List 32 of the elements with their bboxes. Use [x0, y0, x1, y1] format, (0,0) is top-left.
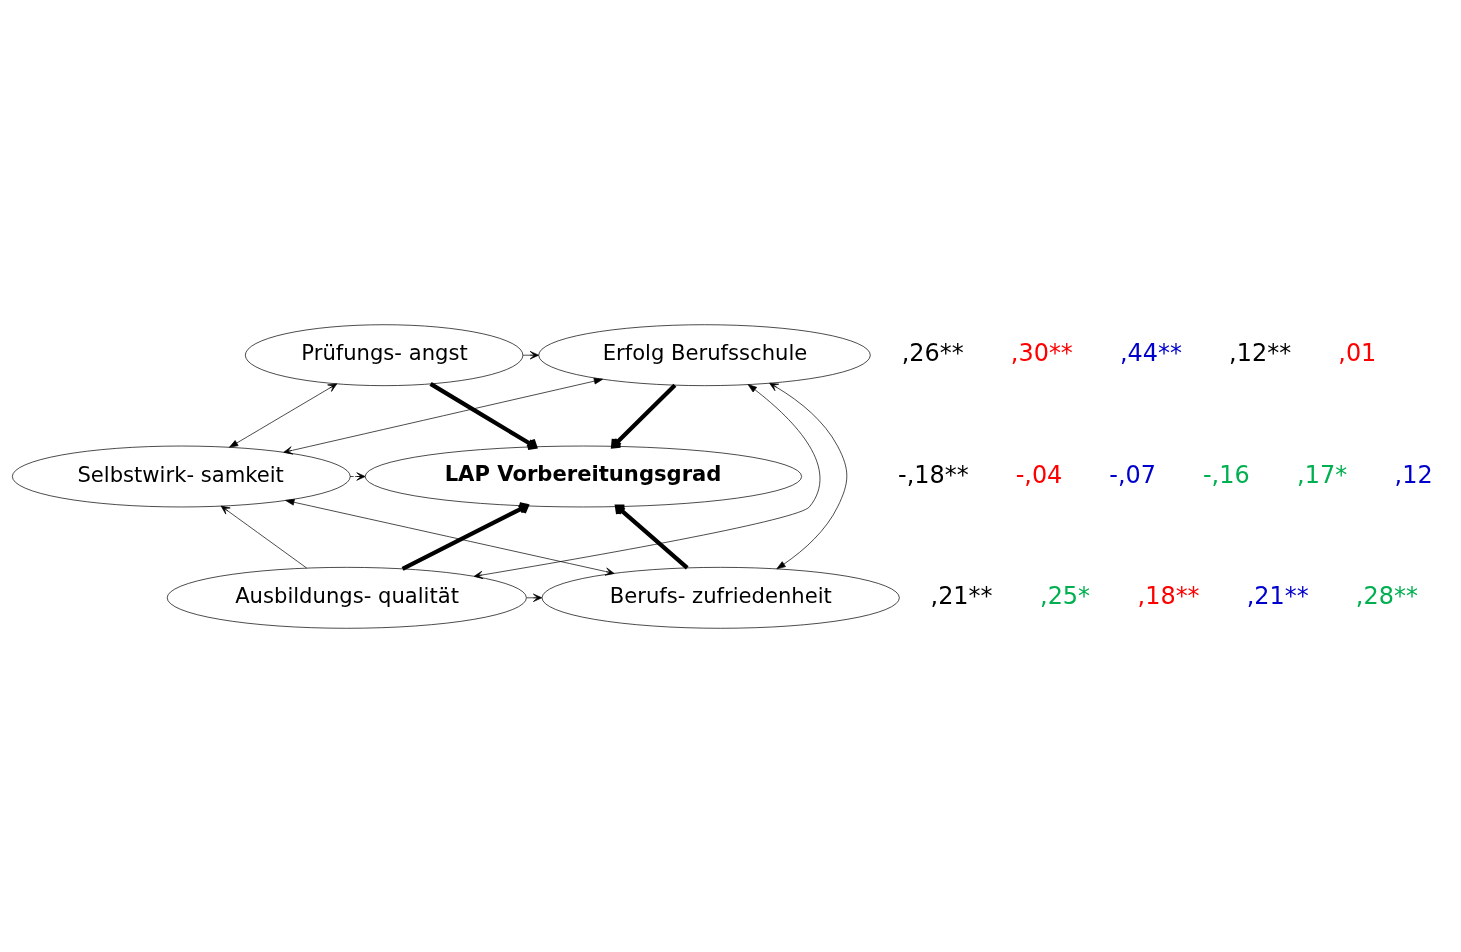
label: -,16	[1202, 460, 1250, 489]
label: ,21**	[1246, 581, 1309, 610]
arrow	[611, 383, 677, 448]
arrow	[283, 377, 604, 454]
arrow	[769, 382, 848, 569]
label: ,26**	[901, 338, 964, 367]
arrow	[285, 498, 615, 576]
node-ellipse: Ausbildungs- qualität	[166, 566, 527, 629]
arrow	[614, 503, 689, 569]
arrow	[522, 350, 539, 359]
label: ,12**	[1229, 338, 1292, 367]
label: ,01	[1338, 338, 1377, 367]
label: ,21**	[930, 581, 993, 610]
arrow	[401, 501, 529, 571]
node-ellipse: LAP Vorbereitungsgrad	[364, 445, 802, 507]
label: ,17*	[1297, 460, 1348, 489]
label: ,12	[1394, 460, 1433, 489]
label: ,44**	[1119, 338, 1182, 367]
label: ,25*	[1040, 581, 1091, 610]
arrow	[220, 505, 308, 568]
arrow	[473, 383, 821, 579]
label: ,28**	[1355, 581, 1418, 610]
arrow	[429, 381, 538, 450]
label: -,07	[1109, 460, 1157, 489]
arrow	[229, 383, 338, 448]
node-ellipse: Prüfungs- angst	[245, 323, 524, 386]
label: ,30**	[1010, 338, 1073, 367]
arrow	[349, 471, 366, 481]
label: -,18**	[898, 460, 969, 489]
label: -,04	[1015, 460, 1063, 489]
arrow	[526, 593, 543, 602]
label: ,18**	[1137, 581, 1200, 610]
